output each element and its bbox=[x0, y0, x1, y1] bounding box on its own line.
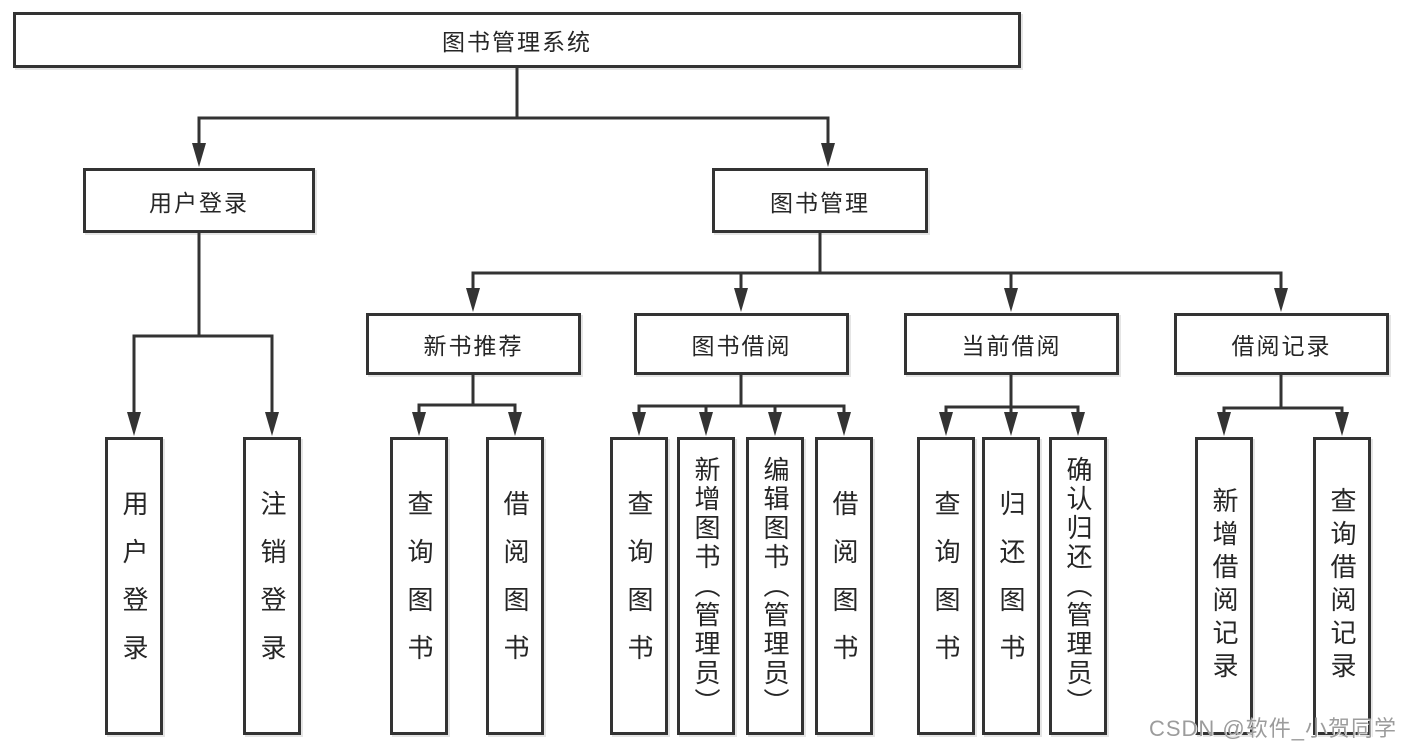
node-current-borrow-label: 当前借阅 bbox=[961, 333, 1062, 359]
leaf-borrow-book: 借阅图书 bbox=[815, 437, 873, 735]
leaf-edit-book-admin-label: 编辑图书（管理员） bbox=[760, 455, 790, 717]
leaf-query-book-recommend-label: 查询图书 bbox=[404, 490, 434, 682]
node-book-borrow: 图书借阅 bbox=[634, 313, 849, 375]
leaf-query-borrow-record: 查询借阅记录 bbox=[1313, 437, 1371, 735]
leaf-add-borrow-record-label: 新增借阅记录 bbox=[1209, 487, 1239, 685]
leaf-borrow-book-recommend: 借阅图书 bbox=[486, 437, 544, 735]
node-new-book-recommend-label: 新书推荐 bbox=[423, 333, 524, 359]
leaf-return-book-label: 归还图书 bbox=[996, 490, 1026, 682]
leaf-user-login: 用户登录 bbox=[105, 437, 163, 735]
node-book-borrow-label: 图书借阅 bbox=[691, 333, 792, 359]
leaf-edit-book-admin: 编辑图书（管理员） bbox=[746, 437, 804, 735]
leaf-query-book-borrow-label: 查询图书 bbox=[624, 490, 654, 682]
node-book-management: 图书管理 bbox=[712, 168, 928, 233]
node-borrow-record-label: 借阅记录 bbox=[1231, 333, 1332, 359]
leaf-confirm-return-admin: 确认归还（管理员） bbox=[1049, 437, 1107, 735]
leaf-return-book: 归还图书 bbox=[982, 437, 1040, 735]
leaf-logout-label: 注销登录 bbox=[257, 490, 287, 682]
leaf-add-borrow-record: 新增借阅记录 bbox=[1195, 437, 1253, 735]
watermark: CSDN @软件_小贺同学 bbox=[1148, 716, 1397, 741]
node-book-management-label: 图书管理 bbox=[770, 189, 870, 216]
leaf-borrow-book-label: 借阅图书 bbox=[829, 490, 859, 682]
node-user-login-label: 用户登录 bbox=[149, 189, 249, 216]
node-root-label: 图书管理系统 bbox=[442, 29, 592, 55]
node-current-borrow: 当前借阅 bbox=[904, 313, 1119, 375]
leaf-query-book-borrow: 查询图书 bbox=[610, 437, 668, 735]
node-new-book-recommend: 新书推荐 bbox=[366, 313, 581, 375]
leaf-query-borrow-record-label: 查询借阅记录 bbox=[1327, 487, 1357, 685]
leaf-query-book-current-label: 查询图书 bbox=[931, 490, 961, 682]
leaf-logout: 注销登录 bbox=[243, 437, 301, 735]
leaf-add-book-admin: 新增图书（管理员） bbox=[677, 437, 735, 735]
node-user-login: 用户登录 bbox=[83, 168, 315, 233]
node-root: 图书管理系统 bbox=[13, 12, 1021, 68]
leaf-confirm-return-admin-label: 确认归还（管理员） bbox=[1063, 455, 1093, 717]
node-borrow-record: 借阅记录 bbox=[1174, 313, 1389, 375]
leaf-add-book-admin-label: 新增图书（管理员） bbox=[691, 455, 721, 717]
leaf-query-book-recommend: 查询图书 bbox=[390, 437, 448, 735]
leaf-query-book-current: 查询图书 bbox=[917, 437, 975, 735]
leaf-borrow-book-recommend-label: 借阅图书 bbox=[500, 490, 530, 682]
leaf-user-login-label: 用户登录 bbox=[119, 490, 149, 682]
